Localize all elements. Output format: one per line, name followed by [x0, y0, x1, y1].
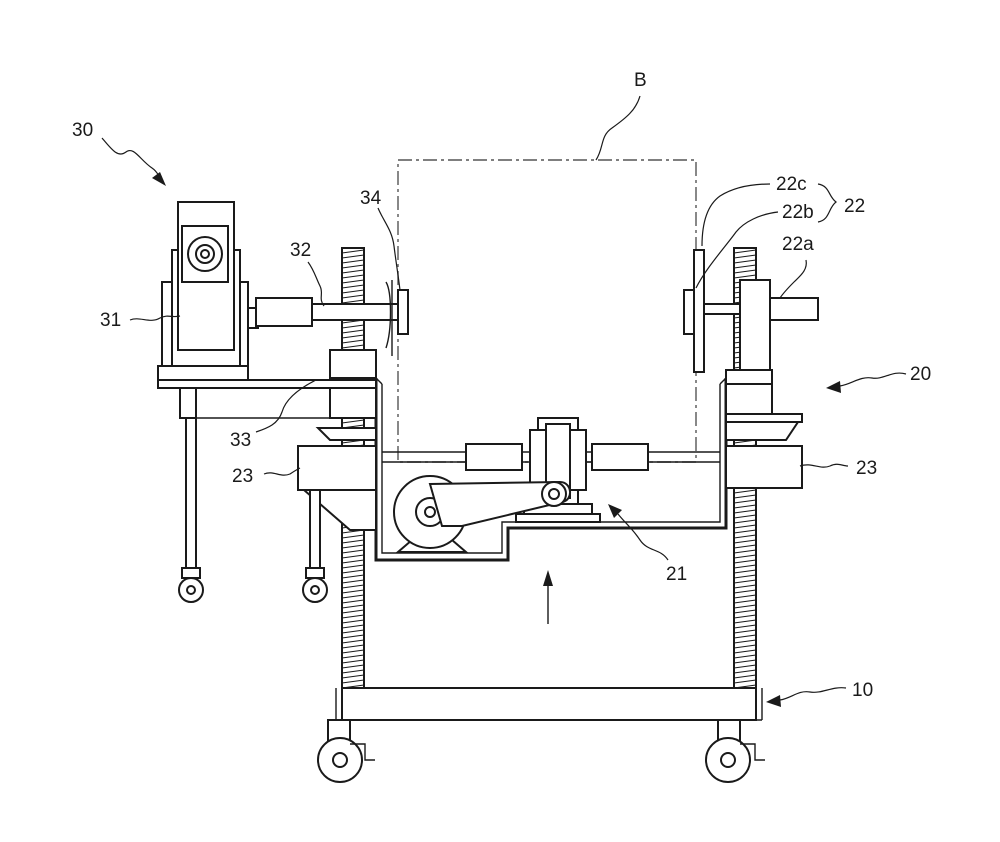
label-34: 34 [360, 188, 382, 209]
label-31: 31 [100, 310, 121, 331]
label-22: 22 [844, 196, 865, 217]
workpiece-outline [398, 160, 696, 462]
label-32: 32 [290, 240, 311, 261]
label-22a: 22a [782, 234, 814, 255]
label-30: 30 [72, 120, 93, 141]
label-B: B [634, 70, 647, 91]
lift-drive [382, 418, 720, 624]
label-23-left: 23 [232, 466, 253, 487]
label-21: 21 [666, 564, 687, 585]
label-22b: 22b [782, 202, 814, 223]
label-20: 20 [910, 364, 931, 385]
label-23-right: 23 [856, 458, 877, 479]
label-10: 10 [852, 680, 873, 701]
label-33: 33 [230, 430, 251, 451]
base-frame [318, 688, 765, 782]
right-nut-assembly [726, 370, 802, 488]
label-22c: 22c [776, 174, 807, 195]
